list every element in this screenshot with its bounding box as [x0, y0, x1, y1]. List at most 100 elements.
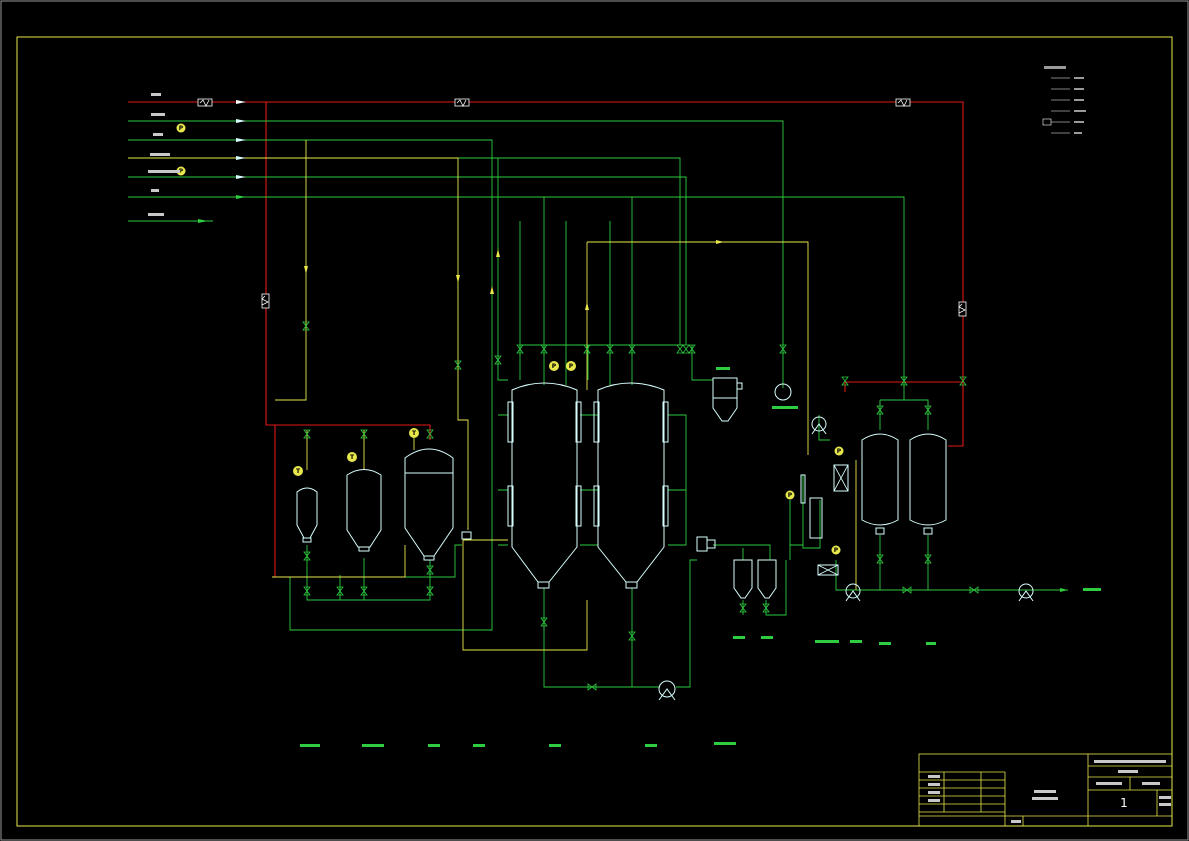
valves — [302, 321, 979, 691]
flow-arrow-icon — [585, 302, 589, 310]
heat-exchanger-2 — [817, 564, 839, 576]
valve-icon — [360, 586, 368, 596]
pump-icon — [811, 416, 827, 435]
thermometer-icon: T — [409, 428, 419, 438]
pressure-gauge-icon: P — [176, 166, 186, 176]
steam-traps — [197, 98, 967, 317]
gauge-letter: P — [834, 547, 839, 554]
steam-line — [128, 101, 964, 577]
flow-arrow-icon — [236, 175, 246, 179]
heat-exchanger-1 — [833, 464, 849, 492]
valve-icon — [426, 429, 434, 439]
condensate-lines — [128, 140, 857, 651]
valve-icon — [540, 344, 548, 354]
thermometer-icon: T — [293, 466, 303, 476]
storage-tank-2 — [909, 433, 947, 535]
valve-icon — [303, 586, 311, 596]
valve-icon — [583, 344, 591, 354]
pressure-gauge-icon: P — [549, 361, 559, 371]
valve-icon — [779, 344, 787, 354]
valve-icon — [303, 429, 311, 439]
valve-icon — [924, 405, 932, 415]
small-vessel-2 — [346, 469, 382, 552]
flow-arrow-icon — [304, 266, 308, 274]
valve-icon — [454, 360, 462, 370]
line-labels — [148, 93, 180, 216]
steam-trap-icon — [454, 98, 470, 107]
pressure-gauge-icon: P — [566, 361, 576, 371]
cyclone-separator — [712, 377, 743, 422]
valve-icon — [688, 344, 696, 354]
gauge-letter: P — [552, 363, 557, 370]
steam-trap-icon — [261, 293, 270, 309]
gauge-letter: T — [350, 454, 355, 461]
valve-icon — [587, 683, 597, 691]
title-block — [918, 753, 1173, 827]
gauge-letter: T — [296, 468, 301, 475]
vessel-3 — [404, 448, 454, 561]
steam-trap-icon — [895, 98, 911, 107]
valve-icon — [628, 631, 636, 641]
legend-title — [1044, 66, 1066, 69]
flow-arrow-icon — [236, 195, 246, 199]
legend — [1042, 66, 1086, 134]
valve-icon — [900, 376, 908, 386]
valve-icon — [426, 565, 434, 575]
valve-icon — [494, 355, 502, 365]
pressure-gauge-icon: P — [834, 446, 844, 456]
pumps — [658, 416, 1034, 701]
valve-icon — [902, 586, 912, 594]
equipment — [296, 377, 947, 599]
valve-icon — [360, 429, 368, 439]
valve-icon — [336, 586, 344, 596]
flow-arrow-icon — [236, 119, 246, 123]
valve-icon — [676, 344, 684, 354]
valve-icon — [969, 586, 979, 594]
pump-icon — [1018, 583, 1034, 602]
instruments: P P P P P P P T T T — [176, 123, 844, 555]
valve-icon — [876, 554, 884, 564]
pressure-gauge-icon: P — [176, 123, 186, 133]
evaporator-1 — [507, 382, 582, 589]
receiver-tanks — [733, 559, 777, 599]
thermometer-icon: T — [347, 452, 357, 462]
condenser — [774, 383, 792, 401]
valve-icon — [876, 405, 884, 415]
flow-arrow-icon — [236, 100, 246, 104]
gauge-letter: P — [179, 125, 184, 132]
gauge-letter: P — [569, 363, 574, 370]
evaporator-2 — [593, 382, 669, 589]
valve-icon — [841, 376, 849, 386]
flow-arrow-icon — [490, 286, 494, 294]
flow-arrow-icon — [456, 275, 460, 283]
pump-icon — [845, 583, 861, 602]
flow-arrow-icon — [716, 240, 724, 244]
valve-icon — [959, 376, 967, 386]
gauge-letter: P — [179, 168, 184, 175]
gauge-letter: P — [837, 448, 842, 455]
flow-arrow-icon — [236, 156, 246, 160]
valve-icon — [739, 603, 747, 613]
flow-arrows — [198, 100, 1068, 592]
flow-arrow-icon — [198, 219, 208, 223]
valve-icon — [762, 603, 770, 613]
valve-icon — [426, 586, 434, 596]
steam-trap-icon — [958, 301, 967, 317]
heat-exchanger-marks — [817, 464, 849, 576]
valve-icon — [924, 554, 932, 564]
valve-icon — [682, 344, 690, 354]
gauge-letter: T — [412, 430, 417, 437]
pump-icon — [658, 680, 676, 701]
equipment-labels — [300, 367, 1101, 747]
valve-icon — [628, 344, 636, 354]
valve-icon — [606, 344, 614, 354]
small-vessel-1 — [296, 487, 318, 543]
title-block-text-marks — [928, 760, 1171, 823]
gauge-letter: P — [788, 492, 793, 499]
valve-icon — [302, 321, 310, 331]
drawing-frame — [16, 36, 1173, 827]
pressure-gauge-icon: P — [831, 545, 841, 555]
pressure-gauge-icon: P — [785, 490, 795, 500]
